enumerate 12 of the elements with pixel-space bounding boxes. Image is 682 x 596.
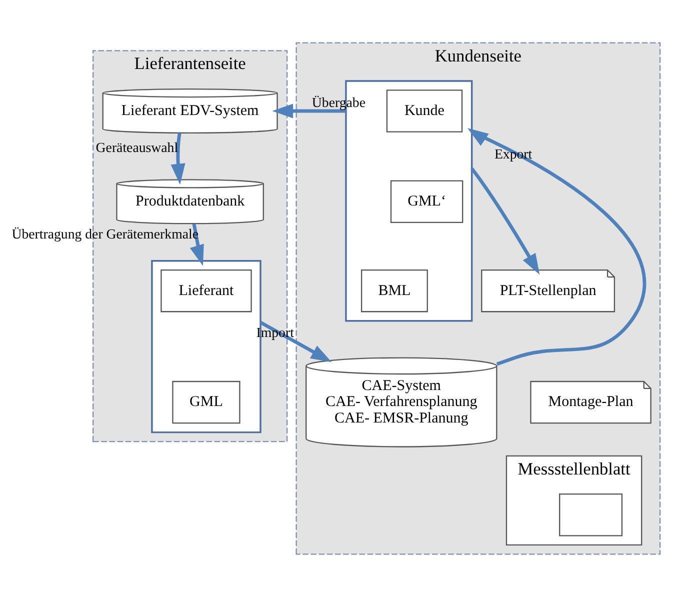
arrow <box>470 166 540 274</box>
node-box: Lieferant <box>160 268 252 312</box>
arrow <box>272 103 346 118</box>
node-box <box>559 493 623 536</box>
cluster: Messstellenblatt <box>506 454 642 545</box>
node-box: GML <box>172 380 240 424</box>
node-box: BML <box>360 268 428 312</box>
arrow <box>170 132 186 184</box>
arrow <box>190 223 204 266</box>
arrow <box>467 128 646 366</box>
node-box: Kunde <box>386 89 463 132</box>
node-box: GML‘ <box>390 180 464 222</box>
